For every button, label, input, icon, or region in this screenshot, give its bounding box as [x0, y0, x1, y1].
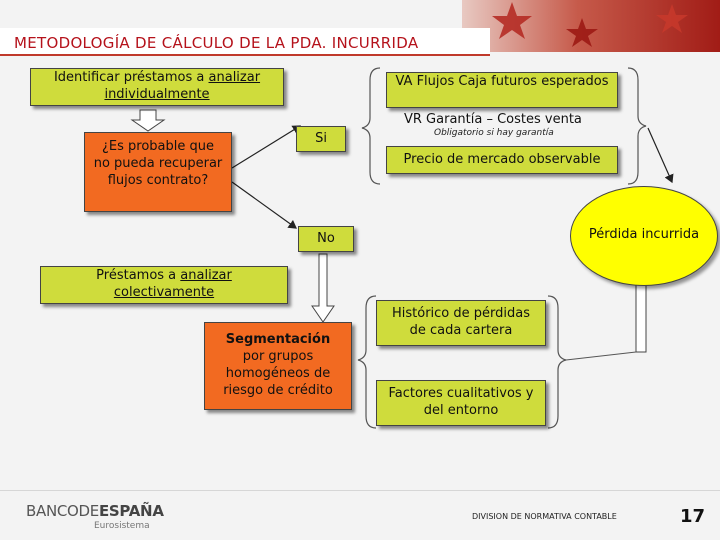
factores-text: Factores cualitativos y del entorno	[388, 386, 534, 418]
precio-mercado-text: Precio de mercado observable	[403, 152, 601, 167]
page-title: METODOLOGÍA DE CÁLCULO DE LA PDA. INCURR…	[14, 34, 419, 52]
individual-prefix: Identificar préstamos a	[53, 70, 209, 85]
no-label: No	[298, 226, 354, 252]
question-box: ¿Es probable que no pueda recuperar fluj…	[84, 132, 232, 212]
individual-analizar: analizar	[208, 70, 261, 85]
perdida-incurrida-text: Pérdida incurrida	[588, 227, 700, 242]
down-arrow-icon	[130, 109, 166, 132]
no-text: No	[317, 231, 335, 246]
vr-garantia-label: VR Garantía – Costes venta	[404, 112, 582, 127]
va-flujos-text: VA Flujos Caja futuros esperados	[395, 74, 609, 89]
title-bar	[0, 28, 490, 56]
precio-mercado-box: Precio de mercado observable	[386, 146, 618, 174]
si-label: Si	[296, 126, 346, 152]
individual-individualmente: individualmente	[104, 87, 210, 102]
colectivo-analysis-box: Préstamos a analizar colectivamente	[40, 266, 288, 304]
left-brace-top	[361, 67, 381, 185]
colectivo-prefix: Préstamos a	[96, 268, 181, 283]
logo-banco-de: BANCODE	[26, 502, 99, 520]
obligatorio-note: Obligatorio si hay garantía	[434, 128, 554, 138]
banco-logo: BANCODEESPAÑA	[26, 502, 164, 520]
header-banner	[462, 0, 720, 52]
segmentacion-bold: Segmentación	[225, 332, 331, 347]
historico-box: Histórico de pérdidas de cada cartera	[376, 300, 546, 346]
right-brace-bottom	[547, 295, 567, 429]
page-number: 17	[680, 506, 706, 527]
va-flujos-box: VA Flujos Caja futuros esperados	[386, 72, 618, 108]
logo-espana: ESPAÑA	[98, 502, 164, 520]
individual-analysis-box: Identificar préstamos a analizar individ…	[30, 68, 284, 106]
star-decoration	[492, 2, 688, 47]
historico-text: Histórico de pérdidas de cada cartera	[391, 306, 530, 338]
factores-box: Factores cualitativos y del entorno	[376, 380, 546, 426]
eurosistema-tagline: Eurosistema	[94, 521, 150, 531]
segmentacion-rest: por grupos homogéneos de riesgo de crédi…	[223, 349, 333, 398]
perdida-incurrida-ellipse: Pérdida incurrida	[570, 186, 718, 286]
left-brace-bottom	[357, 295, 377, 429]
colectivo-analizar: analizar	[180, 268, 232, 283]
question-text: ¿Es probable que no pueda recuperar fluj…	[93, 139, 223, 188]
down-arrow-no-icon	[311, 253, 335, 323]
si-text: Si	[315, 131, 327, 146]
segmentacion-box: Segmentación por grupos homogéneos de ri…	[204, 322, 352, 410]
right-brace-top	[627, 67, 647, 185]
arrow-to-loss	[647, 127, 674, 184]
arrow-to-si	[231, 125, 302, 169]
footer-divider	[0, 490, 720, 491]
arrow-to-no	[231, 181, 297, 229]
division-label: DIVISION DE NORMATIVA CONTABLE	[472, 512, 617, 521]
colectivo-colectivamente: colectivamente	[113, 285, 215, 300]
